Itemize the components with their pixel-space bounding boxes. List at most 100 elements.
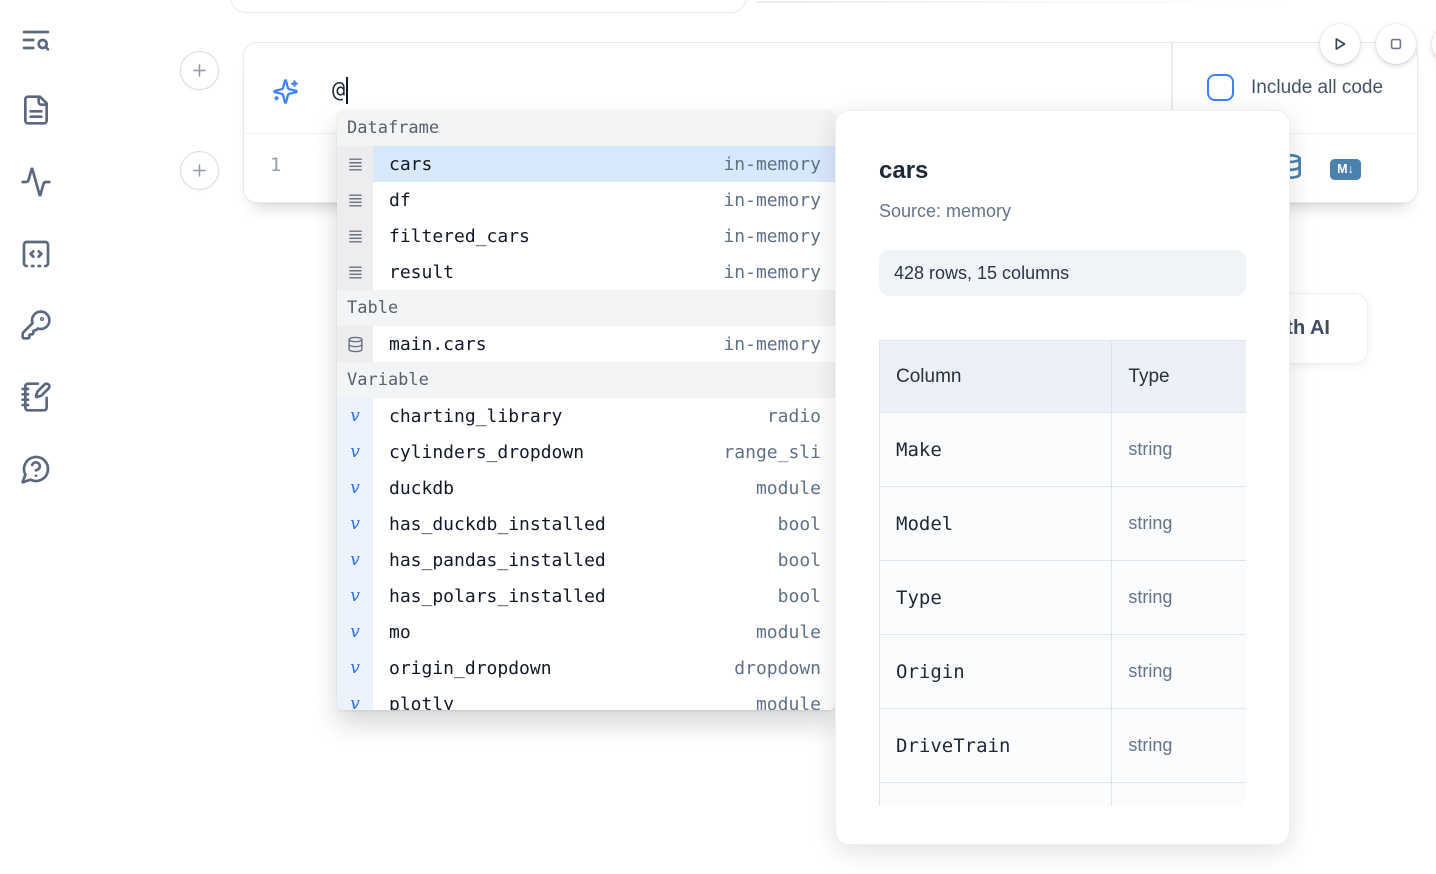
completion-type: radio: [766, 405, 821, 427]
schema-column-type: string: [1111, 708, 1246, 783]
stop-button[interactable]: [1376, 24, 1416, 64]
help-icon[interactable]: [20, 453, 52, 485]
preview-title: cars: [879, 157, 929, 184]
preview-source: Source: memory: [879, 201, 1012, 221]
divider: [1171, 43, 1173, 133]
completion-type: in-memory: [723, 189, 821, 211]
markdown-icon[interactable]: M↓: [1330, 158, 1361, 180]
completion-name: duckdb: [389, 477, 455, 499]
sparkles-ai-icon: [272, 78, 299, 105]
ai-prompt-input[interactable]: @: [332, 73, 349, 107]
variable-icon: v: [350, 622, 360, 642]
schema-column-type: string: [1111, 412, 1246, 487]
run-cell-button[interactable]: [1320, 24, 1360, 64]
preview-shape-badge: 428 rows, 15 columns: [879, 250, 1246, 296]
completion-type: bool: [777, 585, 821, 607]
autocomplete-item-filtered-cars[interactable]: filtered_cars in-memory: [337, 218, 835, 254]
completion-name: cars: [389, 153, 433, 175]
autocomplete-item-df[interactable]: df in-memory: [337, 182, 835, 218]
completion-name: mo: [389, 621, 411, 643]
completion-type: in-memory: [723, 153, 821, 175]
code-editor-row[interactable]: 1 M↓: [244, 134, 1417, 203]
completion-name: has_pandas_installed: [389, 549, 606, 571]
dataframe-rows-icon: [348, 265, 362, 279]
completion-type: module: [755, 693, 821, 711]
activity-icon[interactable]: [20, 166, 52, 198]
dataframe-preview-popover: cars Source: memory 428 rows, 15 columns…: [835, 110, 1290, 845]
autocomplete-section-header: Dataframe: [337, 110, 835, 146]
completion-type: bool: [777, 549, 821, 571]
autocomplete-item-origin-dropdown[interactable]: v origin_dropdown dropdown: [337, 650, 835, 686]
schema-column-name: Type: [879, 560, 1113, 635]
previous-cell-edge: [230, 0, 747, 13]
completion-type: bool: [777, 513, 821, 535]
completion-name: origin_dropdown: [389, 657, 552, 679]
dataframe-rows-icon: [348, 229, 362, 243]
autocomplete-item-has-polars-installed[interactable]: v has_polars_installed bool: [337, 578, 835, 614]
variable-icon: v: [350, 442, 360, 462]
include-all-code-toggle[interactable]: Include all code: [1207, 74, 1383, 101]
completion-type: module: [755, 621, 821, 643]
document-icon[interactable]: [20, 94, 52, 126]
include-all-code-checkbox[interactable]: [1207, 74, 1234, 101]
completion-name: charting_library: [389, 405, 563, 427]
completion-type: module: [755, 477, 821, 499]
autocomplete-item-cars[interactable]: cars in-memory: [337, 146, 835, 182]
variable-icon: v: [350, 658, 360, 678]
variable-icon: v: [350, 406, 360, 426]
ai-prompt-value: @: [332, 77, 346, 103]
list-search-icon[interactable]: [20, 24, 52, 56]
completion-name: filtered_cars: [389, 225, 530, 247]
completion-name: has_polars_installed: [389, 585, 606, 607]
schema-column-name: Model: [879, 486, 1113, 561]
variable-icon: v: [350, 514, 360, 534]
autocomplete-item-mo[interactable]: v mo module: [337, 614, 835, 650]
scratchpad-icon[interactable]: [20, 381, 52, 413]
schema-row: [879, 782, 1246, 806]
key-icon[interactable]: [20, 309, 52, 341]
completion-name: main.cars: [389, 333, 487, 355]
autocomplete-item-has-pandas-installed[interactable]: v has_pandas_installed bool: [337, 542, 835, 578]
schema-column-name: Origin: [879, 634, 1113, 709]
extra-control-button[interactable]: [1432, 24, 1436, 64]
completion-type: dropdown: [734, 657, 821, 679]
completion-name: result: [389, 261, 455, 283]
schema-column-type: string: [1111, 486, 1246, 561]
completion-type: in-memory: [723, 225, 821, 247]
completion-name: df: [389, 189, 411, 211]
schema-column-name: Make: [879, 412, 1113, 487]
autocomplete-section-header: Table: [337, 290, 835, 326]
schema-column-type: [1111, 782, 1246, 806]
autocomplete-item-duckdb[interactable]: v duckdb module: [337, 470, 835, 506]
add-cell-below-button[interactable]: [180, 151, 219, 190]
sidebar: [0, 0, 70, 874]
add-cell-above-button[interactable]: [180, 51, 219, 90]
completion-type: range_sli: [723, 441, 821, 463]
ai-prompt-row: @ Include all code: [244, 43, 1417, 133]
variable-icon: v: [350, 478, 360, 498]
schema-header-type: Type: [1111, 340, 1246, 413]
snippets-icon[interactable]: [20, 238, 52, 270]
line-number: 1: [270, 154, 282, 176]
variable-icon: v: [350, 586, 360, 606]
top-hairline: [756, 1, 1296, 3]
schema-column-name: DriveTrain: [879, 708, 1113, 783]
include-all-code-label: Include all code: [1251, 76, 1384, 98]
variable-icon: v: [350, 550, 360, 570]
autocomplete-item-charting-library[interactable]: v charting_library radio: [337, 398, 835, 434]
dataframe-rows-icon: [348, 157, 362, 171]
autocomplete-section-header: Variable: [337, 362, 835, 398]
dataframe-rows-icon: [348, 193, 362, 207]
